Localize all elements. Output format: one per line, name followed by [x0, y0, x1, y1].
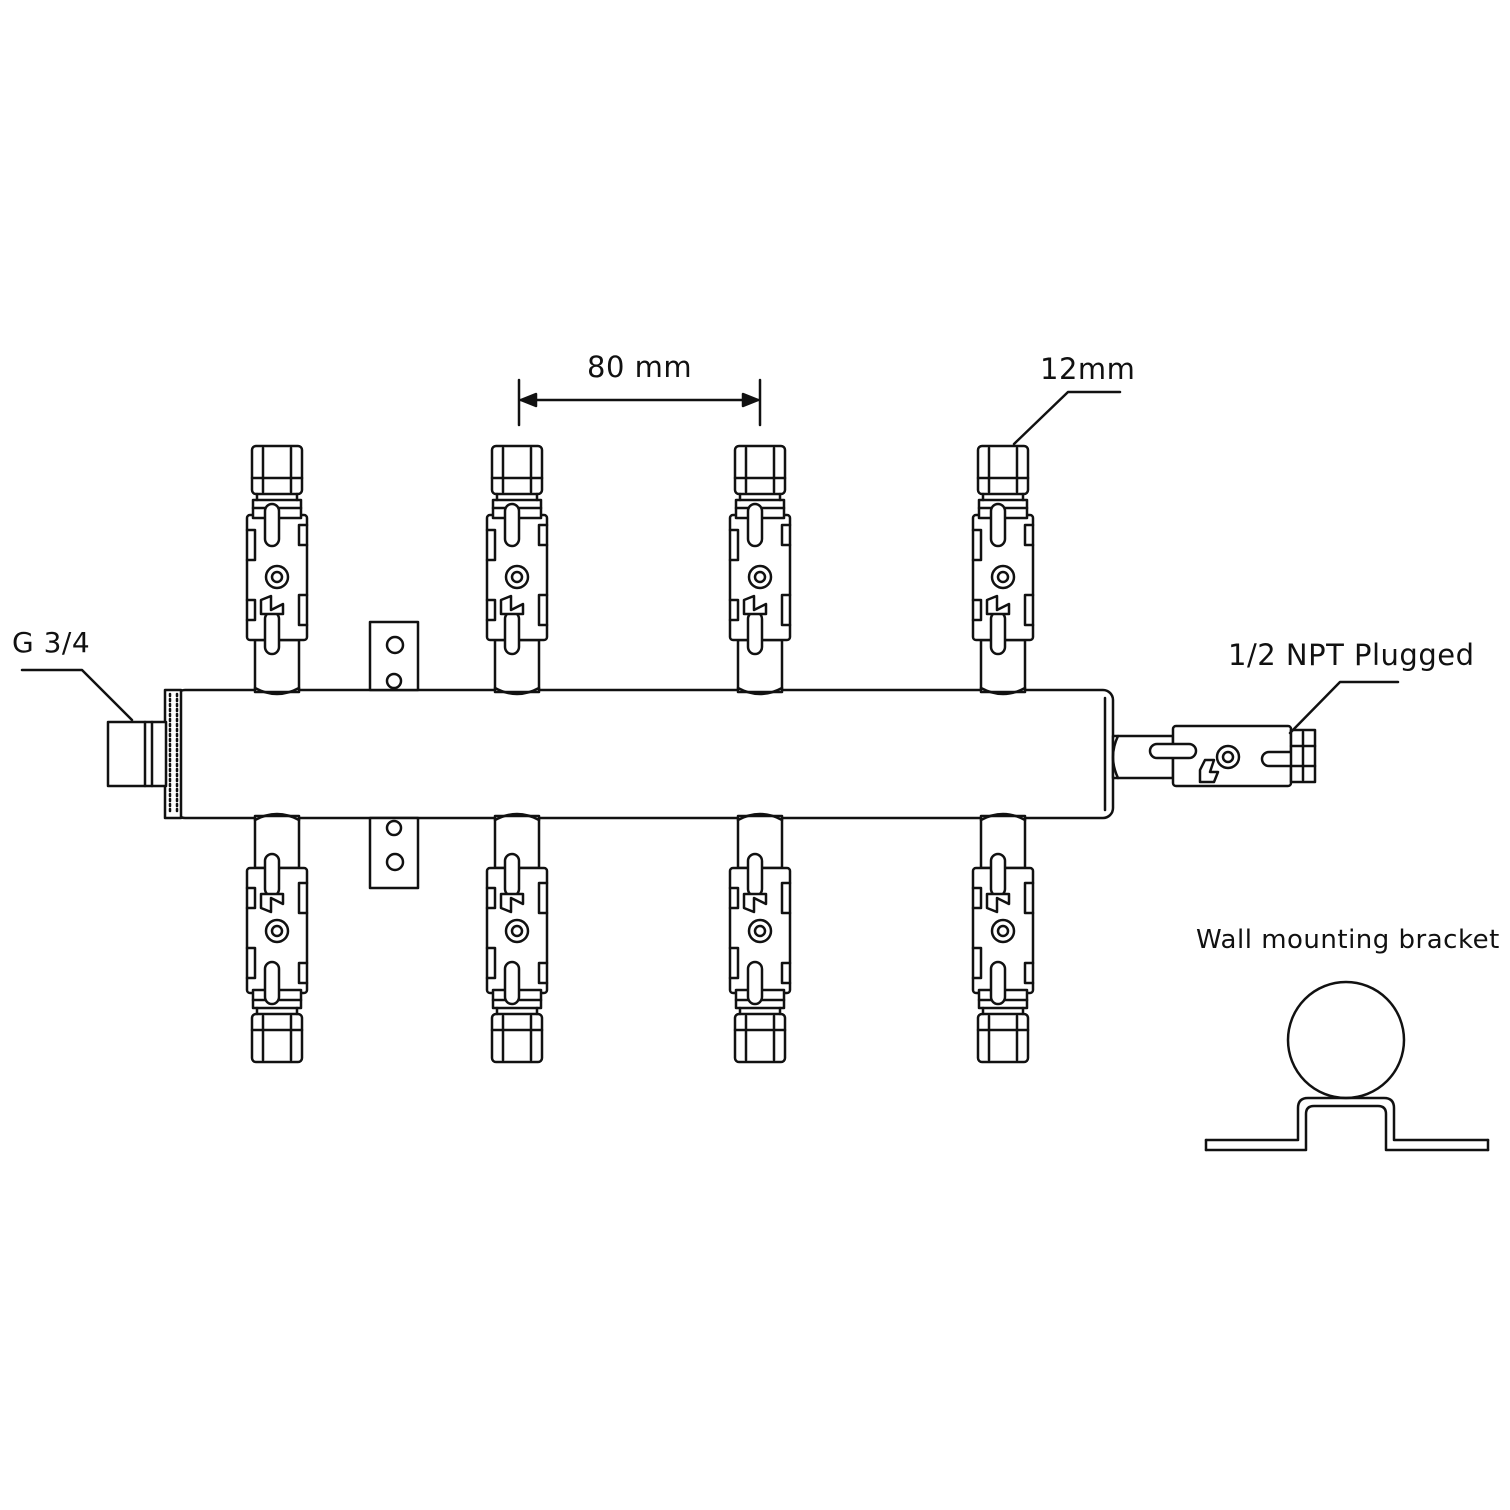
end-plug-valve	[1113, 726, 1315, 786]
end-plug-label: 1/2 NPT Plugged	[1228, 638, 1475, 672]
spacing-dimension	[519, 380, 760, 425]
outlet-valve-bottom-2	[485, 812, 549, 1064]
inlet-fitting	[108, 690, 181, 818]
outlet-valve-bottom-1	[245, 812, 309, 1064]
outlet-valve-top-1	[245, 444, 309, 696]
outlet-valve-top-3	[728, 444, 792, 696]
manifold-body	[175, 690, 1113, 818]
bracket-label: Wall mounting bracket	[1196, 925, 1500, 955]
end-plug-leader	[1290, 682, 1398, 733]
spacing-label: 80 mm	[587, 350, 693, 384]
outlet-size-leader	[1014, 392, 1120, 444]
outlet-valve-bottom-4	[971, 812, 1035, 1064]
inlet-leader	[22, 670, 132, 720]
mounting-plate-bottom	[370, 818, 418, 888]
wall-bracket-detail	[1206, 982, 1488, 1150]
inlet-label: G 3/4	[12, 626, 91, 659]
outlet-size-label: 12mm	[1040, 352, 1136, 386]
outlet-valve-bottom-3	[728, 812, 792, 1064]
mounting-plate-top	[370, 622, 418, 690]
outlet-valve-top-2	[485, 444, 549, 696]
outlet-valve-top-4	[971, 444, 1035, 696]
